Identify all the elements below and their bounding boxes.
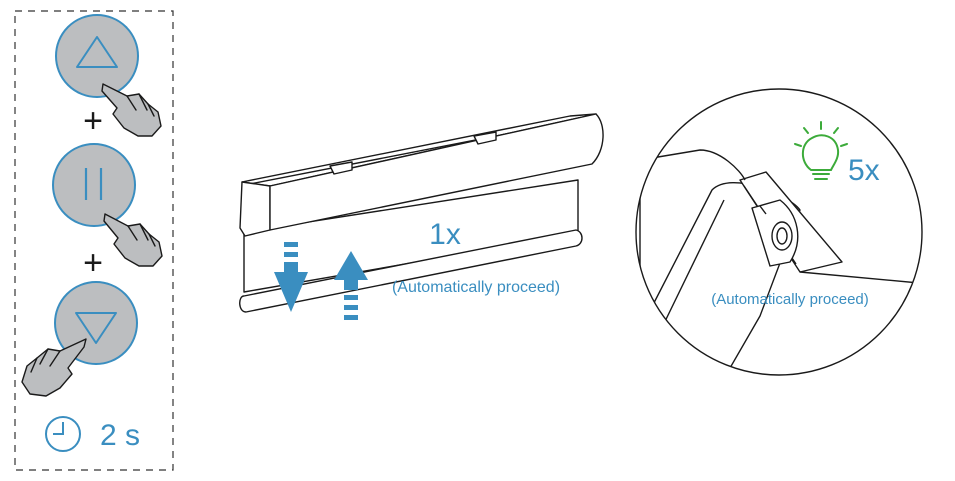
down-triangle-icon (75, 312, 117, 344)
auto-proceed-note: (Automatically proceed) (711, 291, 869, 308)
clock-icon (45, 416, 81, 452)
plus-sign: + (83, 102, 103, 140)
hold-duration: 2 s (100, 419, 140, 452)
dashed-frame (14, 10, 174, 471)
up-button (55, 14, 139, 98)
hand-pointer-icon (21, 338, 87, 397)
down-arrow-icon (274, 242, 308, 312)
hand-pointer-icon (103, 213, 163, 267)
hand-pointer-icon (101, 83, 162, 137)
light-bulb-icon (794, 121, 848, 180)
stop-button (52, 143, 136, 227)
magnifier-ring (635, 88, 923, 376)
detail-magnifier: 5x (Automatically proceed) (635, 88, 923, 376)
up-arrow-icon (334, 251, 368, 320)
repeat-count-label: 1x (429, 218, 461, 251)
auto-proceed-note: (Automatically proceed) (392, 279, 560, 296)
plus-sign: + (83, 244, 103, 282)
blink-count-label: 5x (848, 154, 880, 187)
roller-blind (239, 113, 604, 313)
up-triangle-icon (76, 36, 118, 68)
remote-sequence-panel: + + 2 s (14, 10, 174, 471)
